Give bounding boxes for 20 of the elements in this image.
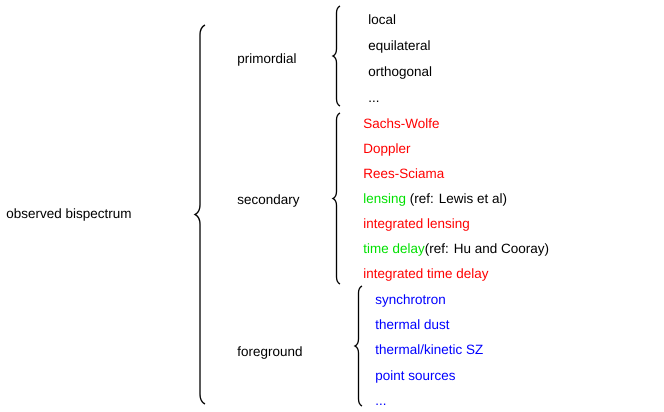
node-label: time delay(ref: Hu and Cooray) (363, 243, 548, 256)
node-label: integrated lensing (364, 218, 469, 231)
node-label: ... (369, 100, 378, 102)
node-label: lensing (ref: Lewis et al) (364, 193, 506, 206)
node-label: local (369, 14, 396, 24)
node-label: synchrotron (376, 294, 445, 307)
node-label: equilateral (368, 40, 430, 53)
node-label: observed bispectrum (6, 208, 131, 221)
node-label: foreground (237, 346, 302, 359)
node-label: integrated time delay (364, 268, 488, 281)
node-label: secondary (238, 194, 300, 207)
node-label: orthogonal (368, 66, 432, 79)
node-label: ... (376, 404, 386, 405)
node-label: Doppler (364, 143, 410, 156)
node-label: point sources (376, 370, 455, 383)
node-label: Rees-Sciama (364, 168, 444, 178)
node-label: thermal dust (375, 319, 450, 330)
node-label: thermal/kinetic SZ (375, 344, 483, 354)
node-label: primordial (238, 53, 296, 66)
node-label: Sachs-Wolfe (364, 118, 439, 128)
